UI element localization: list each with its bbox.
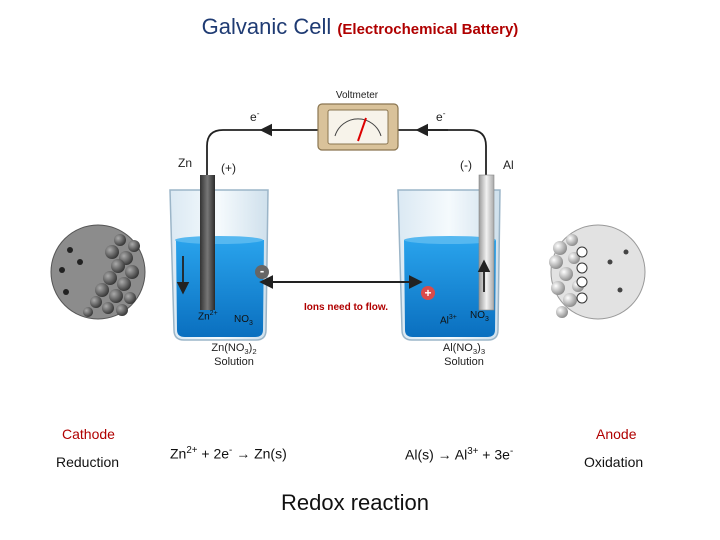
- cathode-equation: Zn2+ + 2e- → Zn(s): [170, 445, 287, 462]
- right-cation-label: Al3+: [440, 314, 457, 327]
- minus-sign: -: [259, 263, 265, 278]
- voltmeter-label: Voltmeter: [335, 90, 379, 101]
- aluminum-sign: (-): [460, 158, 472, 172]
- zinc-electrode: [200, 175, 215, 310]
- left-beaker: [169, 189, 269, 341]
- left-cation-label: Zn2+: [198, 310, 218, 323]
- plus-ion-icon: [421, 286, 435, 300]
- right-beaker: [397, 189, 501, 341]
- plus-sign: +: [424, 286, 432, 300]
- title-main: Galvanic Cell: [201, 14, 332, 39]
- zinc-atoms-closeup-icon: [50, 224, 146, 320]
- aluminum-atoms-closeup-icon: [549, 224, 646, 320]
- minus-ion-icon: [255, 265, 269, 279]
- redox-reaction-label: Redox reaction: [281, 490, 429, 515]
- aluminum-electrode: [478, 174, 495, 311]
- page-title: Galvanic Cell (Electrochemical Battery): [0, 14, 720, 40]
- electron-label-right: e-: [436, 108, 446, 124]
- right-solution-label: Al(NO3)3 Solution: [442, 342, 486, 369]
- right-solution-liquid: [404, 240, 496, 337]
- salt-bridge-label: Ions need to flow.: [304, 302, 389, 313]
- cathode-label: Cathode: [62, 426, 115, 442]
- voltmeter-needle: [357, 117, 367, 142]
- right-anion-label: NO3: [470, 310, 489, 323]
- wire: [206, 123, 487, 175]
- zinc-label: Zn: [178, 156, 193, 170]
- aluminum-label: Al: [503, 158, 514, 172]
- zinc-sign: (+): [221, 161, 236, 175]
- oxidation-label: Oxidation: [584, 454, 644, 470]
- title-sub: (Electrochemical Battery): [337, 21, 519, 38]
- left-solution-label: Zn(NO3)2 Solution: [211, 342, 257, 369]
- voltmeter-icon: [317, 103, 399, 151]
- reduction-label: Reduction: [56, 454, 120, 470]
- left-solution-liquid: [176, 240, 264, 337]
- anode-equation: Al(s) → Al3+ + 3e-: [405, 446, 514, 463]
- electron-label-left: e-: [250, 108, 260, 124]
- anode-label: Anode: [596, 426, 637, 442]
- left-anion-label: NO3: [234, 314, 253, 327]
